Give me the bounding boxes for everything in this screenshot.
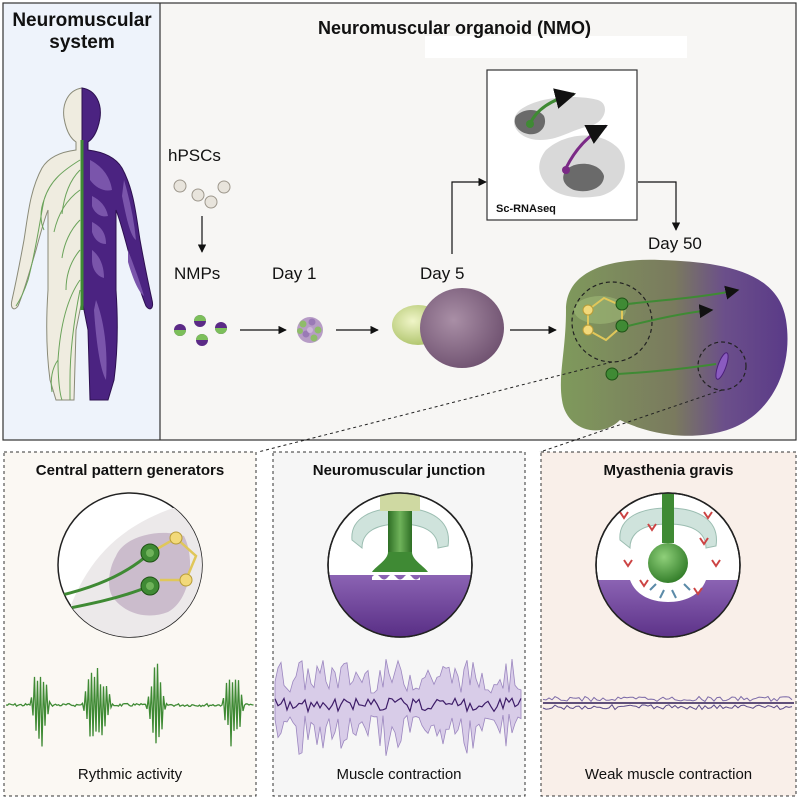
scrnaseq-box (486, 69, 638, 221)
weak-trace-upper (542, 695, 793, 703)
day50-label: Day 50 (648, 234, 702, 253)
zoom-line-2 (539, 389, 723, 453)
rhythmic-trace (5, 663, 254, 747)
nmps-label: NMPs (174, 264, 221, 283)
day5-organoid (392, 288, 504, 368)
top-frame (2, 2, 797, 441)
contraction-band (274, 658, 522, 756)
day5-label: Day 5 (420, 264, 465, 283)
nmp-cells (174, 315, 227, 346)
panel-cpg-caption: Rythmic activity (77, 766, 183, 783)
scrnaseq-label: Sc-RNAseq (496, 203, 556, 215)
panel-mg-title: Myasthenia gravis (603, 462, 734, 479)
panel-cpg-title: Central pattern generators (35, 462, 225, 479)
left-panel-title: Neuromuscular system (6, 10, 158, 54)
contraction-trace (274, 696, 522, 714)
nmo-title: Neuromuscular organoid (NMO) (318, 18, 592, 38)
hpsc-cells (173, 179, 231, 209)
left-title-line1: Neuromuscular (12, 10, 152, 31)
zoom-line-1 (257, 361, 613, 453)
day50-organoid (560, 259, 788, 436)
panel-nmj-caption: Muscle contraction (336, 766, 462, 783)
human-body-illustration (11, 87, 153, 401)
mg-circle-illustration (595, 492, 741, 638)
nmj-circle-illustration (327, 492, 473, 638)
cpg-circle-illustration (57, 492, 203, 638)
arrow-to-scrnaseq (451, 177, 487, 254)
weak-trace-lower (542, 703, 793, 711)
hpscs-label: hPSCs (168, 146, 221, 165)
panel-nmj-title: Neuromuscular junction (312, 462, 486, 479)
panel-mg-caption: Weak muscle contraction (584, 766, 753, 783)
day1-label: Day 1 (272, 264, 317, 283)
day1-aggregate (297, 317, 323, 343)
left-title-line2: system (49, 31, 115, 53)
arrow-scrnaseq-to-day50 (638, 181, 681, 231)
signal-traces (5, 658, 794, 756)
title-highlight (425, 36, 687, 58)
